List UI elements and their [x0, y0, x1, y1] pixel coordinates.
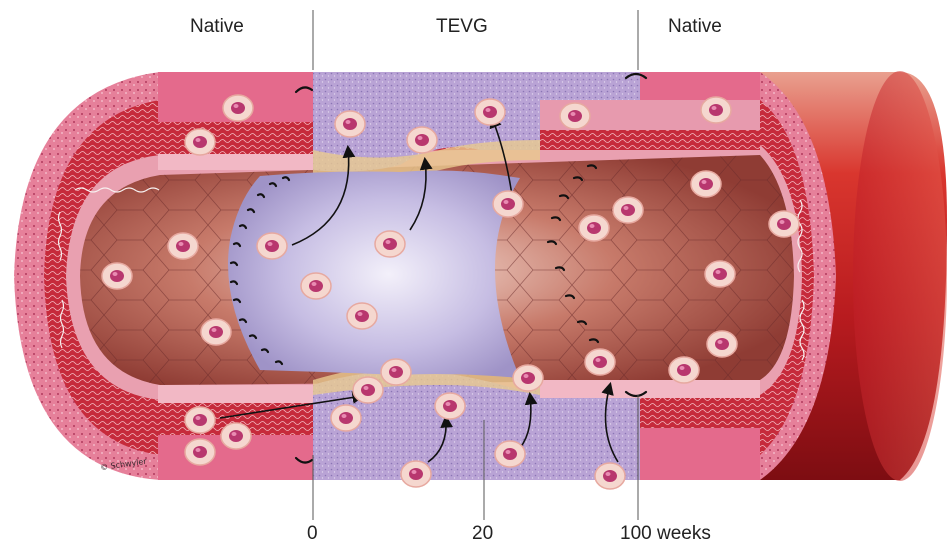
cell — [335, 111, 365, 137]
label-tevg: TEVG — [436, 16, 488, 38]
cell — [560, 103, 590, 129]
cell — [102, 263, 132, 289]
cell — [185, 439, 215, 465]
cell — [407, 127, 437, 153]
cell — [168, 233, 198, 259]
cell — [701, 97, 731, 123]
cell — [613, 197, 643, 223]
cell — [585, 349, 615, 375]
cell — [401, 461, 431, 487]
timeline-label-0: 0 — [307, 523, 318, 545]
cell — [595, 463, 625, 489]
cell — [331, 405, 361, 431]
cell — [353, 377, 383, 403]
cell — [185, 407, 215, 433]
cell — [669, 357, 699, 383]
cell — [223, 95, 253, 121]
cell — [691, 171, 721, 197]
cell — [769, 211, 799, 237]
label-native-right: Native — [668, 16, 722, 38]
cell — [301, 273, 331, 299]
cell — [513, 365, 543, 391]
label-native-left: Native — [190, 16, 244, 38]
cell — [493, 191, 523, 217]
cell — [705, 261, 735, 287]
timeline-label-100-weeks: 100 weeks — [620, 523, 711, 545]
cell — [381, 359, 411, 385]
cell — [707, 331, 737, 357]
cell — [201, 319, 231, 345]
cell — [257, 233, 287, 259]
cell — [475, 99, 505, 125]
cell — [495, 441, 525, 467]
cell — [579, 215, 609, 241]
timeline-label-20: 20 — [472, 523, 493, 545]
cell — [375, 231, 405, 257]
cell — [221, 423, 251, 449]
cell — [185, 129, 215, 155]
cell — [347, 303, 377, 329]
cell — [435, 393, 465, 419]
